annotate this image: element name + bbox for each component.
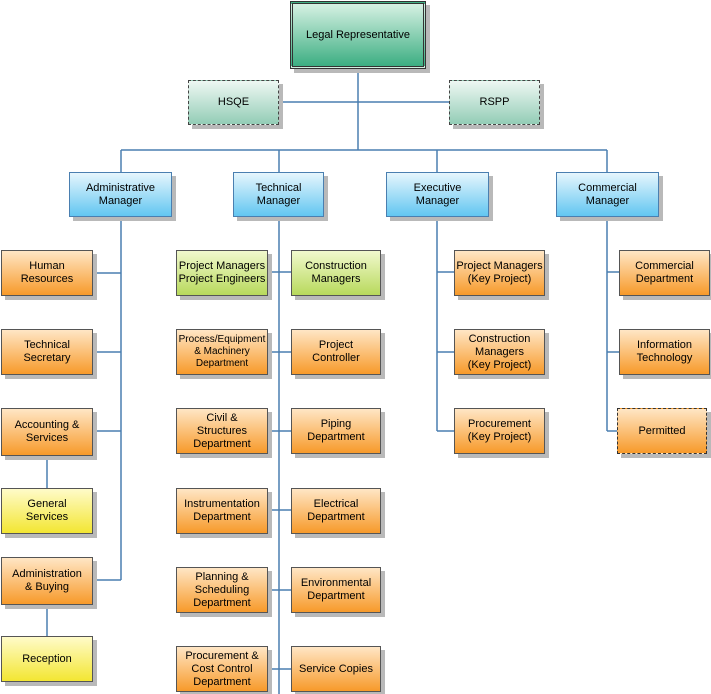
information-technology-box: Information Technology bbox=[619, 329, 710, 375]
commercial-manager-box: Commercial Manager bbox=[556, 172, 659, 217]
administrative-manager-label: Administrative Manager bbox=[85, 181, 156, 207]
commercial-department-box: Commercial Department bbox=[619, 250, 710, 296]
accounting-services-box: Accounting & Services bbox=[1, 408, 93, 456]
administrative-manager-box: Administrative Manager bbox=[69, 172, 172, 217]
construction-managers-key-box: Construction Managers (Key Project) bbox=[454, 329, 545, 375]
hsqe-box: HSQE bbox=[188, 80, 279, 125]
permitted-box: Permitted bbox=[617, 408, 707, 454]
legal-representative-box: Legal Representative bbox=[290, 1, 426, 69]
electrical-department-box: Electrical Department bbox=[291, 488, 381, 534]
accounting-services-label: Accounting & Services bbox=[14, 419, 80, 444]
process-equipment-label: Process/Equipment & Machinery Department bbox=[178, 334, 266, 369]
project-controller-label: Project Controller bbox=[312, 339, 360, 364]
information-technology-label: Information Technology bbox=[636, 339, 693, 364]
instrumentation-department-box: Instrumentation Department bbox=[176, 488, 268, 534]
executive-manager-box: Executive Manager bbox=[386, 172, 489, 217]
general-services-label: General Services bbox=[25, 498, 69, 523]
technical-secretary-box: Technical Secretary bbox=[1, 329, 93, 375]
piping-department-box: Piping Department bbox=[291, 408, 381, 454]
hsqe-label: HSQE bbox=[217, 96, 250, 108]
rspp-box: RSPP bbox=[449, 80, 540, 125]
procurement-key-label: Procurement (Key Project) bbox=[467, 418, 532, 443]
instrumentation-department-label: Instrumentation Department bbox=[184, 498, 260, 523]
procurement-cost-control-box: Procurement & Cost Control Department bbox=[176, 646, 268, 692]
commercial-department-label: Commercial Department bbox=[635, 260, 694, 285]
environmental-department-box: Environmental Department bbox=[291, 567, 381, 613]
service-copies-box: Service Copies bbox=[291, 646, 381, 692]
project-managers-key-label: Project Managers (Key Project) bbox=[456, 260, 543, 285]
planning-scheduling-box: Planning & Scheduling Department bbox=[176, 567, 268, 613]
civil-structures-label: Civil & Structures Department bbox=[193, 411, 251, 450]
process-equipment-box: Process/Equipment & Machinery Department bbox=[176, 329, 268, 375]
project-managers-key-box: Project Managers (Key Project) bbox=[454, 250, 545, 296]
service-copies-label: Service Copies bbox=[299, 662, 373, 675]
general-services-box: General Services bbox=[1, 488, 93, 534]
technical-secretary-label: Technical Secretary bbox=[23, 339, 71, 364]
piping-department-label: Piping Department bbox=[307, 418, 365, 443]
construction-managers-label: Construction Managers bbox=[305, 260, 367, 285]
commercial-manager-label: Commercial Manager bbox=[578, 181, 637, 207]
construction-managers-box: Construction Managers bbox=[291, 250, 381, 296]
administration-buying-box: Administration & Buying bbox=[1, 557, 93, 605]
construction-managers-key-label: Construction Managers (Key Project) bbox=[467, 332, 532, 371]
planning-scheduling-label: Planning & Scheduling Department bbox=[193, 570, 251, 609]
reception-box: Reception bbox=[1, 636, 93, 682]
project-controller-box: Project Controller bbox=[291, 329, 381, 375]
reception-label: Reception bbox=[22, 652, 72, 665]
civil-structures-box: Civil & Structures Department bbox=[176, 408, 268, 454]
executive-manager-label: Executive Manager bbox=[413, 181, 462, 207]
technical-manager-box: Technical Manager bbox=[233, 172, 324, 217]
electrical-department-label: Electrical Department bbox=[307, 498, 365, 523]
human-resources-label: Human Resources bbox=[20, 260, 74, 285]
human-resources-box: Human Resources bbox=[1, 250, 93, 296]
environmental-department-label: Environmental Department bbox=[300, 577, 372, 602]
procurement-key-box: Procurement (Key Project) bbox=[454, 408, 545, 454]
procurement-cost-control-label: Procurement & Cost Control Department bbox=[185, 649, 259, 688]
project-managers-engineers-box: Project Managers Project Engineers bbox=[176, 250, 268, 296]
technical-manager-label: Technical Manager bbox=[255, 181, 302, 207]
permitted-label: Permitted bbox=[638, 424, 686, 437]
rspp-label: RSPP bbox=[479, 96, 510, 108]
legal-representative-label: Legal Representative bbox=[306, 28, 410, 41]
administration-buying-label: Administration & Buying bbox=[12, 568, 82, 593]
project-managers-engineers-label: Project Managers Project Engineers bbox=[178, 260, 266, 285]
